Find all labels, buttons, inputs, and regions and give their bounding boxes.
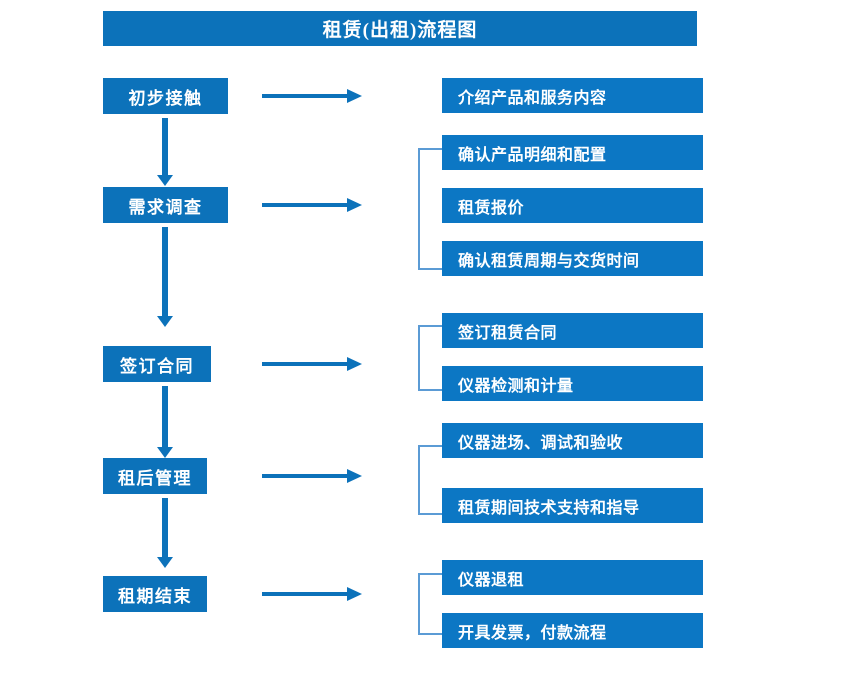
detail-box-1-1[interactable]: 介绍产品和服务内容 <box>442 78 703 113</box>
stage-box-1[interactable]: 初步接触 <box>103 78 228 114</box>
arrow-head <box>347 198 362 212</box>
detail-box-4-2[interactable]: 租赁期间技术支持和指导 <box>442 488 703 523</box>
arrow-head <box>347 357 362 371</box>
detail-box-2-2[interactable]: 租赁报价 <box>442 188 703 223</box>
arrow-head <box>157 447 173 458</box>
bracket-group-2 <box>418 148 442 270</box>
detail-box-4-1[interactable]: 仪器进场、调试和验收 <box>442 423 703 458</box>
arrow-shaft <box>262 592 348 596</box>
arrow-right-4 <box>262 469 362 483</box>
arrow-right-3 <box>262 357 362 371</box>
arrow-shaft <box>262 94 348 98</box>
arrow-head <box>347 587 362 601</box>
detail-box-2-1[interactable]: 确认产品明细和配置 <box>442 135 703 170</box>
arrow-head <box>157 175 173 186</box>
arrow-head <box>157 557 173 568</box>
stage-box-2[interactable]: 需求调查 <box>103 187 228 223</box>
arrow-shaft <box>162 386 168 447</box>
arrow-down-4 <box>157 498 173 568</box>
diagram-title: 租赁(出租)流程图 <box>103 11 697 46</box>
bracket-group-4 <box>418 445 442 515</box>
detail-box-5-2[interactable]: 开具发票，付款流程 <box>442 613 703 648</box>
arrow-right-1 <box>262 89 362 103</box>
arrow-shaft <box>162 498 168 557</box>
arrow-shaft <box>262 362 348 366</box>
arrow-head <box>347 89 362 103</box>
arrow-right-5 <box>262 587 362 601</box>
detail-box-5-1[interactable]: 仪器退租 <box>442 560 703 595</box>
bracket-group-3 <box>418 325 442 391</box>
detail-box-3-2[interactable]: 仪器检测和计量 <box>442 366 703 401</box>
detail-box-2-3[interactable]: 确认租赁周期与交货时间 <box>442 241 703 276</box>
arrow-head <box>157 316 173 327</box>
arrow-shaft <box>262 474 348 478</box>
arrow-down-1 <box>157 118 173 186</box>
detail-box-3-1[interactable]: 签订租赁合同 <box>442 313 703 348</box>
arrow-shaft <box>262 203 348 207</box>
arrow-shaft <box>162 118 168 175</box>
arrow-down-2 <box>157 227 173 327</box>
bracket-group-5 <box>418 573 442 635</box>
arrow-shaft <box>162 227 168 316</box>
arrow-head <box>347 469 362 483</box>
stage-box-3[interactable]: 签订合同 <box>103 346 211 382</box>
arrow-down-3 <box>157 386 173 458</box>
stage-box-4[interactable]: 租后管理 <box>103 458 207 494</box>
arrow-right-2 <box>262 198 362 212</box>
stage-box-5[interactable]: 租期结束 <box>103 576 207 612</box>
